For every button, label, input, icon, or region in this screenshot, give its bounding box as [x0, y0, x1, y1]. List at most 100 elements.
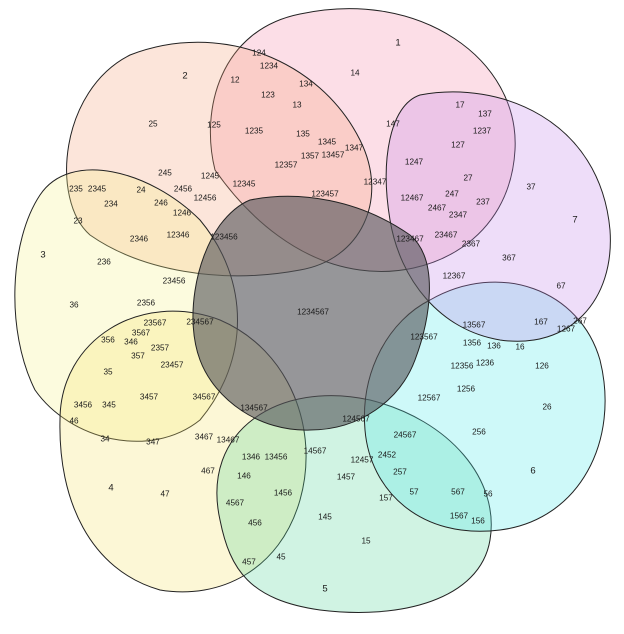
- region-label-3467: 3467: [195, 433, 214, 442]
- region-label-345: 345: [102, 401, 116, 410]
- region-label-12357: 12357: [275, 161, 298, 170]
- region-label-1345: 1345: [318, 138, 337, 147]
- region-label-267: 267: [573, 317, 587, 326]
- region-label-2467: 2467: [428, 204, 447, 213]
- region-label-3567: 3567: [132, 329, 151, 338]
- region-label-2346: 2346: [130, 235, 149, 244]
- region-label-136: 136: [487, 342, 501, 351]
- region-label-3457: 3457: [140, 393, 159, 402]
- region-label-1237: 1237: [473, 127, 492, 136]
- region-label-237: 237: [476, 198, 490, 207]
- region-label-3456: 3456: [74, 401, 93, 410]
- region-label-357: 357: [131, 352, 145, 361]
- region-label-1357: 1357: [301, 152, 320, 161]
- region-label-124: 124: [252, 49, 266, 58]
- region-label-347: 347: [146, 438, 160, 447]
- region-label-37: 37: [526, 183, 536, 192]
- region-label-12467: 12467: [401, 194, 424, 203]
- region-label-1456: 1456: [274, 489, 293, 498]
- region-label-16: 16: [515, 343, 525, 352]
- region-label-167: 167: [534, 318, 548, 327]
- all-sets-intersection: [192, 195, 430, 431]
- region-label-34567: 34567: [193, 393, 216, 402]
- region-label-5: 5: [322, 584, 327, 595]
- region-label-12346: 12346: [167, 231, 190, 240]
- region-label-147: 147: [386, 120, 400, 129]
- region-label-1356: 1356: [463, 339, 482, 348]
- region-label-34: 34: [100, 435, 110, 444]
- region-label-567: 567: [451, 488, 465, 497]
- region-label-46: 46: [69, 417, 79, 426]
- region-label-4: 4: [108, 483, 113, 494]
- region-label-12347: 12347: [364, 178, 387, 187]
- region-label-12356: 12356: [451, 362, 474, 371]
- region-label-27: 27: [463, 174, 473, 183]
- region-label-236: 236: [97, 258, 111, 267]
- region-label-2356: 2356: [137, 299, 156, 308]
- region-label-146: 146: [237, 472, 251, 481]
- region-label-1234: 1234: [260, 62, 279, 71]
- region-label-1457: 1457: [337, 473, 356, 482]
- region-label-12367: 12367: [443, 272, 466, 281]
- region-label-14: 14: [350, 69, 360, 78]
- region-label-57: 57: [409, 488, 419, 497]
- region-label-12456: 12456: [194, 194, 217, 203]
- region-label-12457: 12457: [351, 456, 374, 465]
- region-label-467: 467: [201, 467, 215, 476]
- region-label-1236: 1236: [476, 359, 495, 368]
- region-label-456: 456: [248, 519, 262, 528]
- region-label-123567: 123567: [410, 333, 438, 342]
- region-label-26: 26: [542, 403, 552, 412]
- region-label-13567: 13567: [463, 321, 486, 330]
- region-label-24: 24: [136, 186, 146, 195]
- region-label-346: 346: [124, 338, 138, 347]
- region-label-247: 247: [445, 190, 459, 199]
- region-label-23467: 23467: [435, 231, 458, 240]
- region-label-124567: 124567: [342, 415, 370, 424]
- region-label-1235: 1235: [245, 127, 264, 136]
- region-label-23: 23: [73, 217, 83, 226]
- region-label-15: 15: [361, 537, 371, 546]
- region-label-127: 127: [451, 141, 465, 150]
- set-7-shape: [385, 91, 611, 342]
- region-labels: 1234567121314151617232425262734353637454…: [40, 38, 587, 595]
- region-label-67: 67: [556, 282, 566, 291]
- region-label-256: 256: [472, 428, 486, 437]
- region-label-47: 47: [160, 490, 170, 499]
- region-label-157: 157: [379, 494, 393, 503]
- region-label-123457: 123457: [311, 190, 339, 199]
- region-label-23457: 23457: [161, 361, 184, 370]
- region-label-134: 134: [299, 80, 313, 89]
- region-label-7: 7: [572, 215, 577, 226]
- region-label-14567: 14567: [304, 447, 327, 456]
- region-label-56: 56: [483, 490, 493, 499]
- region-label-356: 356: [101, 336, 115, 345]
- region-label-126: 126: [535, 362, 549, 371]
- region-label-17: 17: [455, 101, 465, 110]
- region-label-245: 245: [158, 169, 172, 178]
- region-label-23456: 23456: [163, 277, 186, 286]
- region-label-12: 12: [230, 76, 240, 85]
- region-label-2456: 2456: [174, 185, 193, 194]
- region-label-23567: 23567: [144, 319, 167, 328]
- region-label-2367: 2367: [462, 240, 481, 249]
- region-label-25: 25: [148, 120, 158, 129]
- region-label-35: 35: [103, 368, 113, 377]
- region-label-145: 145: [318, 513, 332, 522]
- region-label-257: 257: [393, 468, 407, 477]
- region-label-367: 367: [502, 254, 516, 263]
- region-label-123456: 123456: [210, 233, 238, 242]
- region-label-24567: 24567: [394, 431, 417, 440]
- region-label-125: 125: [207, 121, 221, 130]
- region-label-137: 137: [478, 110, 492, 119]
- region-label-45: 45: [276, 553, 286, 562]
- region-label-1: 1: [395, 38, 400, 49]
- region-label-457: 457: [242, 558, 256, 567]
- region-label-3: 3: [40, 250, 45, 261]
- region-label-234: 234: [104, 200, 118, 209]
- region-label-1267: 1267: [557, 325, 576, 334]
- region-label-156: 156: [471, 517, 485, 526]
- region-label-1346: 1346: [242, 453, 261, 462]
- region-label-1567: 1567: [450, 512, 469, 521]
